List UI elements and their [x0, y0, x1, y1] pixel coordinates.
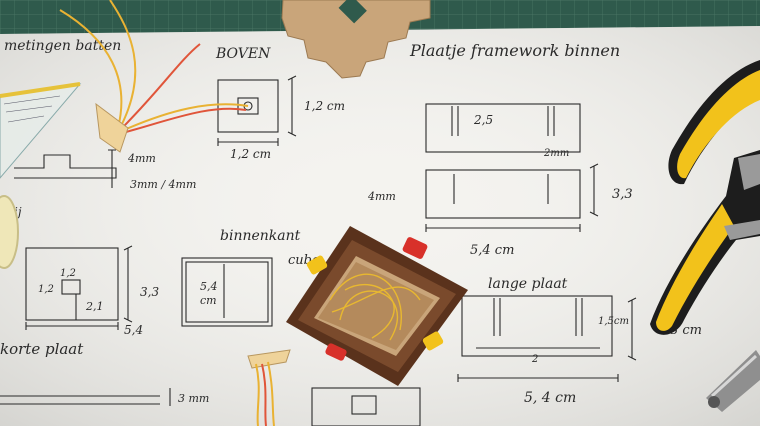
label-dim-54-left: 5,4 — [124, 323, 143, 337]
label-dim-12-top: 1,2 cm — [304, 99, 345, 113]
label-dim-54-mid: 5,4 — [200, 280, 218, 293]
metal-tool — [706, 350, 760, 412]
label-dim-4mm-a: 4mm — [127, 152, 156, 165]
label-dim-15cm: 1,5cm — [598, 316, 629, 327]
label-dim-25: 2,5 — [473, 113, 493, 127]
label-boven: BOVEN — [215, 46, 271, 62]
label-dim-12-small: 1,2 — [60, 268, 76, 279]
label-dim-2mm: 2mm — [543, 148, 569, 159]
label-dim-cm-mid: cm — [200, 294, 217, 307]
label-dim-33-left: 3,3 — [140, 285, 159, 299]
sketch-drawings — [0, 75, 637, 426]
label-dim-12-bottom: 1,2 cm — [230, 147, 271, 161]
label-corner-letter: ij — [14, 205, 22, 219]
tape-roll — [0, 195, 19, 269]
label-dim-54-bottom: 5, 4 cm — [524, 390, 576, 406]
sketch-text: metingen batten BOVEN Plaatje framework … — [0, 38, 702, 406]
label-korte-plaat: korte plaat — [0, 340, 84, 358]
label-dim-21: 2,1 — [85, 300, 104, 313]
plywood-cross-piece — [281, 0, 431, 79]
label-dim-4mm-b: 4mm — [367, 190, 396, 203]
label-binnenkant: binnenkant — [220, 228, 301, 244]
wire-connector — [95, 102, 129, 153]
label-metingen: metingen batten — [4, 38, 121, 54]
triangle-ruler — [0, 82, 82, 179]
label-dim-33-right: 3,3 — [612, 187, 633, 202]
label-dim-12-left: 1,2 — [38, 284, 54, 295]
wooden-cube — [286, 226, 468, 386]
label-lange-plaat: lange plaat — [488, 276, 568, 292]
bottom-connector — [247, 349, 291, 426]
label-dim-3mm-4mm: 3mm / 4mm — [130, 178, 196, 191]
pliers-upper — [668, 60, 760, 185]
top-wires — [59, 0, 249, 133]
label-plaatje: Plaatje framework binnen — [409, 41, 620, 60]
pliers-lower — [650, 150, 760, 335]
label-dim-3mm-bottom: 3 mm — [178, 392, 209, 405]
label-dim-54-right: 5,4 cm — [470, 243, 514, 258]
label-dim-2: 2 — [531, 354, 538, 365]
